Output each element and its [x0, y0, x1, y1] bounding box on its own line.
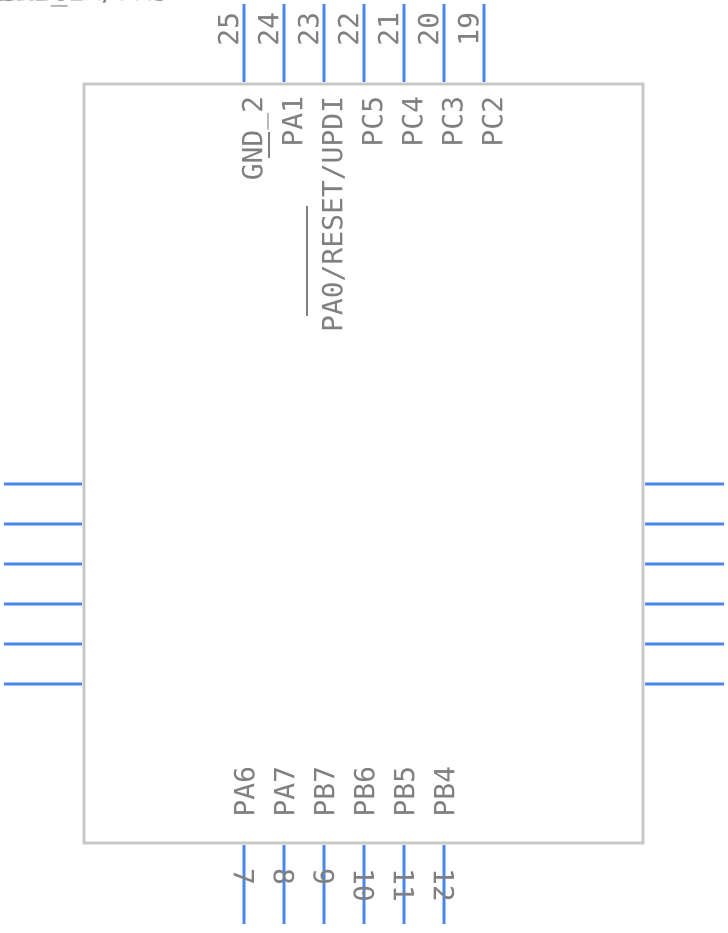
pin-23-number: 23 — [292, 12, 325, 46]
pin-22-number: 22 — [332, 12, 365, 46]
pin-label-pa0-reset-updi: PA0/RESET/UPDI — [316, 96, 349, 332]
pin-label-gnd-2: GND_2 — [236, 96, 270, 180]
ic-body — [82, 82, 645, 845]
pin-label-pb6: PB6 — [348, 766, 381, 817]
pin-14-number: 14 — [0, 0, 17, 7]
pin-label-pc5: PC5 — [356, 96, 389, 147]
pin-3-number: 3 — [0, 0, 8, 7]
pin-12-number: 12 — [427, 868, 460, 902]
pin-2-number: 2 — [0, 0, 8, 7]
pin-label-pa2: PA2 — [0, 0, 51, 7]
pin-label-pa1: PA1 — [276, 96, 309, 147]
pin-10-number: 10 — [347, 868, 380, 902]
pin-label-pc2: PC2 — [476, 96, 509, 147]
pin-18-number: 18 — [0, 0, 17, 7]
pin-19-number: 19 — [452, 12, 485, 46]
pin-11-number: 11 — [387, 868, 420, 902]
pin-label-pb5: PB5 — [388, 766, 421, 817]
pin-label-pb4: PB4 — [428, 766, 461, 817]
pin-4-number: 4 — [0, 0, 8, 7]
pin-label-extclk-pa3: EXTCLK/PA3 — [0, 0, 169, 7]
pin-17-number: 17 — [0, 0, 17, 7]
pin-9-number: 9 — [307, 868, 340, 885]
pin-label-gnd-1: GND_1 — [0, 0, 84, 8]
pin-21-number: 21 — [372, 12, 405, 46]
labels-layer: 1PA22EXTCLK/PA33GND_14VDD5PA46PA518PC117… — [0, 0, 509, 902]
pin-label-pb7: PB7 — [308, 766, 341, 817]
pin-label-pa7: PA7 — [268, 766, 301, 817]
pin-label-pa5: PA5 — [0, 0, 51, 7]
pin-1-number: 1 — [0, 0, 8, 7]
pin-16-number: 16 — [0, 0, 17, 7]
pins-layer — [4, 4, 724, 924]
pin-15-number: 15 — [0, 0, 17, 7]
pin-13-number: 13 — [0, 0, 17, 7]
pin-label-pa6: PA6 — [228, 766, 261, 817]
pin-25-number: 25 — [212, 12, 245, 46]
pin-20-number: 20 — [412, 12, 445, 46]
pin-label-vdd: VDD — [0, 0, 51, 7]
pin-5-number: 5 — [0, 0, 8, 7]
pin-label-pc4: PC4 — [396, 96, 429, 147]
pin-8-number: 8 — [267, 868, 300, 885]
pin-6-number: 6 — [0, 0, 8, 7]
pin-label-pa4: PA4 — [0, 0, 51, 7]
pin-24-number: 24 — [252, 12, 285, 46]
pin-label-pc3: PC3 — [436, 96, 469, 147]
pin-7-number: 7 — [227, 868, 260, 885]
